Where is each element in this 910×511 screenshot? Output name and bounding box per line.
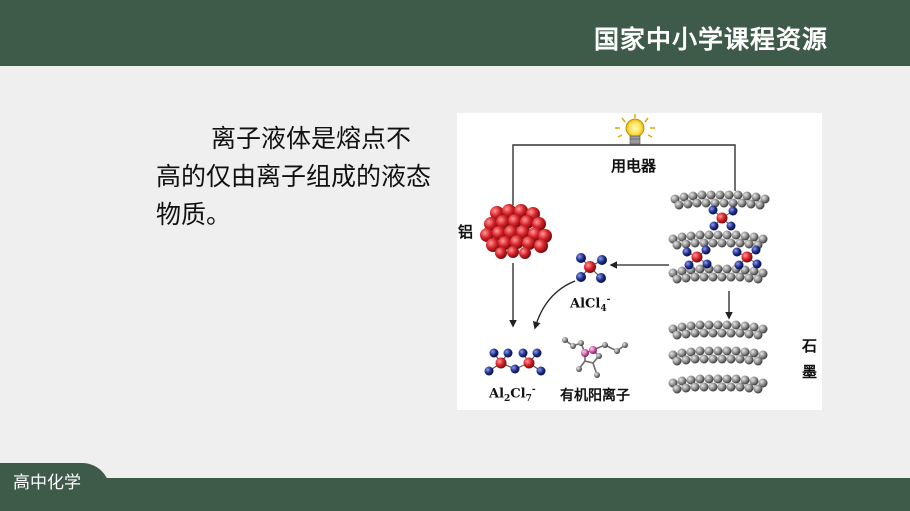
subject-label: 高中化学 [13, 473, 81, 493]
aluminum-electrode [480, 204, 552, 259]
diagram-drawing [480, 114, 770, 394]
appliance-label: 用电器 [611, 157, 657, 175]
definition-text: 离子液体是熔点不高的仅由离子组成的液态物质。 [156, 124, 432, 229]
alcl4-formula: AlCl4- [570, 295, 611, 314]
ionic-liquid-battery-diagram: 用电器 铝 石 墨 有机阳离子 AlCl4- Al2Cl7- [457, 113, 822, 410]
graphite-label-bottom: 墨 [802, 363, 818, 381]
organic-cation-label: 有机阳离子 [560, 388, 630, 404]
aluminum-label: 铝 [458, 223, 474, 241]
header-bar [0, 0, 910, 66]
subject-tab [0, 463, 110, 495]
footer-bar [0, 478, 910, 511]
al2cl7-ion [484, 348, 546, 376]
organic-cation [562, 337, 628, 378]
brand-title: 国家中小学课程资源 [593, 25, 828, 54]
graphite-electrode [668, 190, 770, 394]
intercalated-alcl4-ions [682, 205, 762, 270]
alcl4-ion [576, 253, 607, 283]
reaction-arrows [509, 261, 733, 330]
graphite-label-top: 石 [802, 337, 818, 355]
bulb-icon [615, 114, 655, 145]
al2cl7-formula: Al2Cl7- [489, 385, 536, 404]
circuit-wire [512, 144, 736, 205]
